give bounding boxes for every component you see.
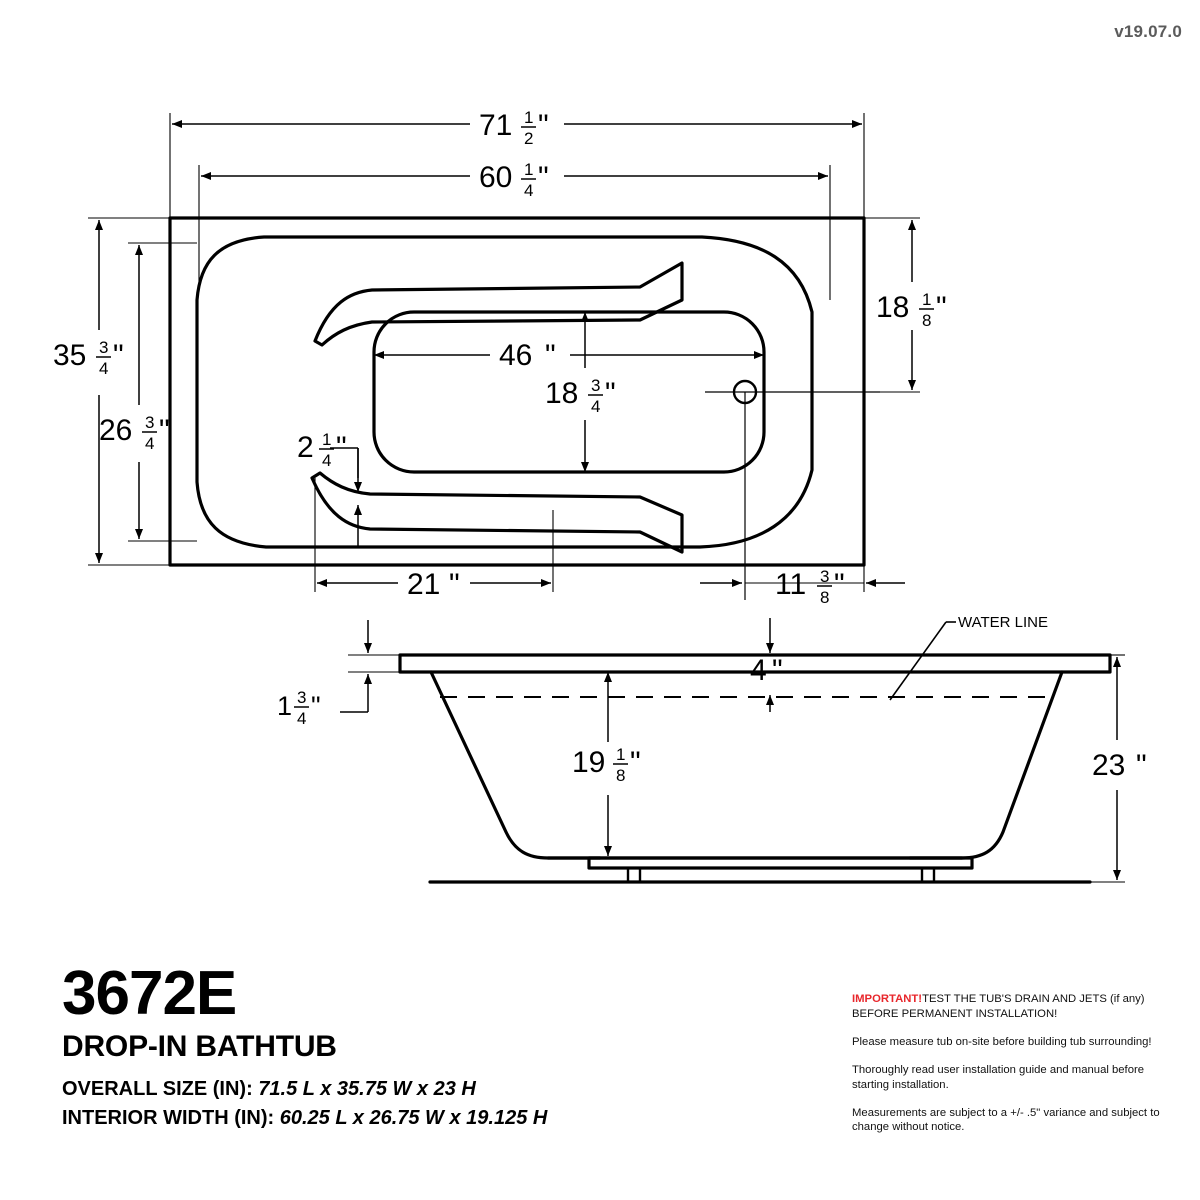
svg-text:": " xyxy=(311,691,321,721)
note-important: IMPORTANT!TEST THE TUB'S DRAIN AND JETS … xyxy=(852,992,1182,1022)
tub-wall-right xyxy=(908,670,1064,860)
svg-text:": " xyxy=(336,431,347,464)
dim-label-floor-length: 46 " xyxy=(499,339,556,372)
svg-text:": " xyxy=(630,746,641,779)
svg-text:1: 1 xyxy=(922,290,931,309)
tub-ledge-lower xyxy=(310,471,684,554)
svg-text:4: 4 xyxy=(297,709,306,728)
svg-text:": " xyxy=(538,109,549,142)
water-line-label: WATER LINE xyxy=(958,614,1048,631)
dim-label-interior-length: 60 1 4 " xyxy=(479,160,549,200)
water-line-leader xyxy=(889,621,947,701)
tub-ledge-upper xyxy=(313,261,684,347)
overall-size-label: OVERALL SIZE (IN): xyxy=(62,1077,253,1100)
dim-label-drain-from-end: 11 3 8 " xyxy=(775,567,845,607)
dim-label-rim-to-waterline: 4 " xyxy=(750,654,783,687)
dim-label-drain-from-top: 18 1 8 " xyxy=(876,290,947,330)
product-type: DROP-IN BATHTUB xyxy=(62,1030,337,1063)
svg-text:3: 3 xyxy=(297,688,306,707)
dim-label-overall-length: 71 1 2 " xyxy=(479,108,549,148)
tub-leg-left xyxy=(626,866,642,884)
svg-text:1: 1 xyxy=(277,691,292,721)
svg-text:23: 23 xyxy=(1092,749,1125,782)
svg-text:2: 2 xyxy=(524,129,533,148)
dim-label-interior-width: 26 3 4 " xyxy=(99,413,170,453)
important-word: IMPORTANT! xyxy=(852,993,923,1005)
svg-text:8: 8 xyxy=(820,588,829,607)
dim-label-armrest-length: 21 " xyxy=(407,568,460,601)
svg-text:4: 4 xyxy=(591,397,600,416)
svg-text:3: 3 xyxy=(99,338,108,357)
svg-text:4: 4 xyxy=(145,434,154,453)
svg-text:1: 1 xyxy=(524,108,533,127)
svg-text:46: 46 xyxy=(499,339,532,372)
note-measure: Please measure tub on-site before buildi… xyxy=(852,1035,1152,1048)
svg-text:1: 1 xyxy=(322,430,331,449)
tub-rim-bar xyxy=(398,653,1112,674)
svg-text:": " xyxy=(538,161,549,194)
dim-label-flange-thickness: 1 3 4 " xyxy=(277,688,321,728)
svg-text:18: 18 xyxy=(876,291,909,324)
plan-view: 71 1 2 " 60 1 4 " xyxy=(53,108,947,607)
svg-text:21: 21 xyxy=(407,568,440,601)
svg-text:4: 4 xyxy=(322,451,331,470)
overall-size-line: OVERALL SIZE (IN): 71.5 L x 35.75 W x 23… xyxy=(62,1075,702,1104)
svg-text:1: 1 xyxy=(524,160,533,179)
interior-width-label: INTERIOR WIDTH (IN): xyxy=(62,1106,275,1129)
svg-text:": " xyxy=(936,291,947,324)
svg-text:8: 8 xyxy=(616,766,625,785)
product-spec-block: 3672E DROP-IN BATHTUB OVERALL SIZE (IN):… xyxy=(62,963,702,1133)
svg-text:71: 71 xyxy=(479,109,512,142)
interior-width-value: 60.25 L x 26.75 W x 19.125 H xyxy=(279,1106,548,1129)
svg-text:35: 35 xyxy=(53,339,86,372)
svg-text:11: 11 xyxy=(775,568,806,601)
svg-text:8: 8 xyxy=(922,311,931,330)
model-number: 3672E xyxy=(62,959,237,1028)
svg-text:": " xyxy=(1136,749,1147,782)
tub-rim-outline xyxy=(195,235,814,549)
svg-text:26: 26 xyxy=(99,414,132,447)
note-variance: Measurements are subject to a +/- .5" va… xyxy=(852,1106,1160,1134)
svg-text:4: 4 xyxy=(750,654,767,687)
dim-label-armrest-offset: 2 1 4 " xyxy=(297,430,347,470)
svg-text:": " xyxy=(545,339,556,372)
svg-text:2: 2 xyxy=(297,431,314,464)
svg-text:3: 3 xyxy=(820,567,829,586)
section-view: WATER LINE 1 3 4 " 4 " xyxy=(277,614,1147,884)
tub-base-plate xyxy=(587,856,974,870)
svg-text:3: 3 xyxy=(145,413,154,432)
svg-text:4: 4 xyxy=(99,359,108,378)
svg-text:": " xyxy=(113,339,124,372)
installation-notes: IMPORTANT!TEST THE TUB'S DRAIN AND JETS … xyxy=(852,992,1182,1135)
svg-text:": " xyxy=(159,414,170,447)
dim-label-interior-depth: 19 1 8 " xyxy=(572,745,641,785)
version-label: v19.07.0 xyxy=(1114,22,1182,41)
svg-text:18: 18 xyxy=(545,377,578,410)
svg-text:": " xyxy=(834,568,845,601)
svg-text:": " xyxy=(449,568,460,601)
svg-text:": " xyxy=(605,377,616,410)
dim-label-overall-width: 35 3 4 " xyxy=(53,338,124,378)
interior-width-line: INTERIOR WIDTH (IN): 60.25 L x 26.75 W x… xyxy=(62,1104,702,1133)
svg-text:3: 3 xyxy=(591,376,600,395)
note-read-guide: Thoroughly read user installation guide … xyxy=(852,1063,1145,1091)
dim-label-floor-width: 18 3 4 " xyxy=(545,376,616,416)
tub-leg-right xyxy=(920,866,936,884)
svg-text:4: 4 xyxy=(524,181,533,200)
overall-size-value: 71.5 L x 35.75 W x 23 H xyxy=(258,1077,476,1100)
svg-text:1: 1 xyxy=(616,745,625,764)
svg-text:19: 19 xyxy=(572,746,605,779)
dim-label-overall-height: 23 " xyxy=(1092,749,1147,782)
svg-text:60: 60 xyxy=(479,161,512,194)
important-rest: TEST THE TUB'S DRAIN AND JETS (if any) B… xyxy=(852,993,1145,1020)
technical-drawing: 71 1 2 " 60 1 4 " xyxy=(53,108,1147,884)
svg-text:": " xyxy=(772,654,783,687)
